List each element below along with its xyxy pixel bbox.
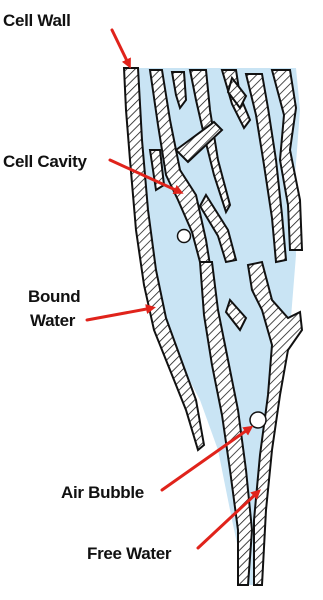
label-bound-water-line2: Water	[30, 311, 75, 331]
arrow-cell-wall	[112, 30, 129, 65]
label-cell-wall: Cell Wall	[3, 11, 71, 31]
label-free-water: Free Water	[87, 544, 171, 564]
label-cell-cavity: Cell Cavity	[3, 152, 87, 172]
label-air-bubble: Air Bubble	[61, 483, 144, 503]
air-bubble-lower	[250, 412, 266, 428]
air-bubble-upper	[178, 230, 191, 243]
arrow-bound-water	[87, 308, 152, 320]
label-bound-water-line1: Bound	[28, 287, 80, 307]
